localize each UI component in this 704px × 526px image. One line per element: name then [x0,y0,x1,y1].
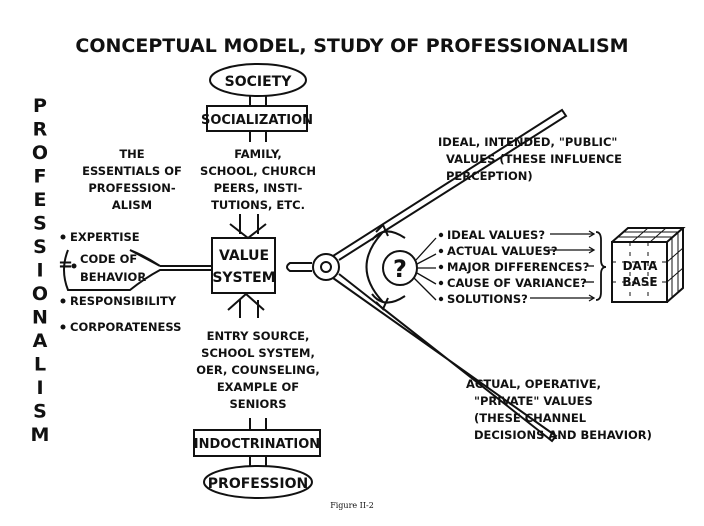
arrowheads [375,223,389,311]
vertical-letter: P [33,95,47,117]
essential-item: CODE OF [80,252,137,266]
profession-label: PROFESSION [208,476,308,492]
socialization-source-line: PEERS, INSTI- [214,181,303,195]
vertical-letter: S [33,236,47,258]
vertical-letter: O [32,283,48,305]
upper-arm [332,108,568,261]
vertical-letter: F [34,166,47,188]
essentials-line: ALISM [112,198,152,212]
essentials-line: THE [119,147,144,161]
question-circle [382,250,418,286]
socialization-source-line: SCHOOL, CHURCH [200,164,316,178]
down-arrow [229,214,267,240]
indoctrination-source-line: SCHOOL SYSTEM, [201,346,315,360]
vertical-letter: R [33,119,48,141]
ideal-values-line: IDEAL, INTENDED, "PUBLIC" [438,135,617,149]
pivot-stem [286,262,312,272]
essentials-line: PROFESSION- [88,181,175,195]
value-system-line: SYSTEM [212,270,275,286]
lower-arm [332,273,558,443]
essentials-line: ESSENTIALS OF [82,164,182,178]
indoctrination-source-line: OER, COUNSELING, [196,363,319,377]
society-label: SOCIETY [225,74,293,90]
question-mark: ? [393,255,407,283]
vertical-letter: O [32,142,48,164]
code-of-behavior-lens [63,249,212,291]
indoctrination-label: INDOCTRINATION [194,437,320,452]
question-item: IDEAL VALUES? [447,228,545,242]
pivot-joint [312,253,340,281]
vertical-professionalism: PROFESSIONALISM [31,95,50,446]
indoctrination-source-line: ENTRY SOURCE, [207,329,310,343]
up-arrow [227,292,265,318]
indoctrination-source-line: SENIORS [230,397,287,411]
indoctrination-source-line: EXAMPLE OF [217,380,299,394]
database-line: DATA [623,259,659,273]
vertical-letter: N [32,307,48,329]
question-arrows [530,230,607,302]
question-item: SOLUTIONS? [447,292,528,306]
vertical-letter: I [36,260,43,282]
vertical-letter: M [31,424,50,446]
vertical-letter: S [33,213,47,235]
essential-item: CORPORATENESS [70,320,181,334]
society-node [209,63,307,97]
ideal-values-line: PERCEPTION) [446,169,533,183]
indoctrination-box [193,429,321,457]
socialization-source-line: TUTIONS, ETC. [211,198,305,212]
question-item: ACTUAL VALUES? [447,244,558,258]
ideal-values-line: VALUES (THESE INFLUENCE [446,152,622,166]
pivot-center [320,261,332,273]
actual-values-line: "PRIVATE" VALUES [474,394,593,408]
vertical-letter: S [33,401,47,423]
profession-node [203,465,313,499]
vertical-letter: L [34,354,46,376]
vertical-letter: A [33,330,48,352]
actual-values-line: (THESE CHANNEL [474,411,587,425]
database-line: BASE [622,275,657,289]
equals-sign: = [58,254,73,275]
socialization-source-line: FAMILY, [234,147,282,161]
title: CONCEPTUAL MODEL, STUDY OF PROFESSIONALI… [75,35,628,57]
socialization-box [206,105,308,132]
database-cube [611,227,686,303]
essential-item: BEHAVIOR [80,270,146,284]
actual-values-line: ACTUAL, OPERATIVE, [466,377,601,391]
vertical-letter: E [34,189,47,211]
essential-item: RESPONSIBILITY [70,294,177,308]
actual-values-line: DECISIONS AND BEHAVIOR) [474,428,652,442]
figure-caption: Figure II-2 [330,501,374,510]
value-system-line: VALUE [219,248,269,264]
essential-item: EXPERTISE [70,230,140,244]
question-item: MAJOR DIFFERENCES? [447,260,589,274]
question-item: CAUSE OF VARIANCE? [447,276,587,290]
vertical-letter: I [36,377,43,399]
socialization-label: SOCIALIZATION [201,113,313,128]
